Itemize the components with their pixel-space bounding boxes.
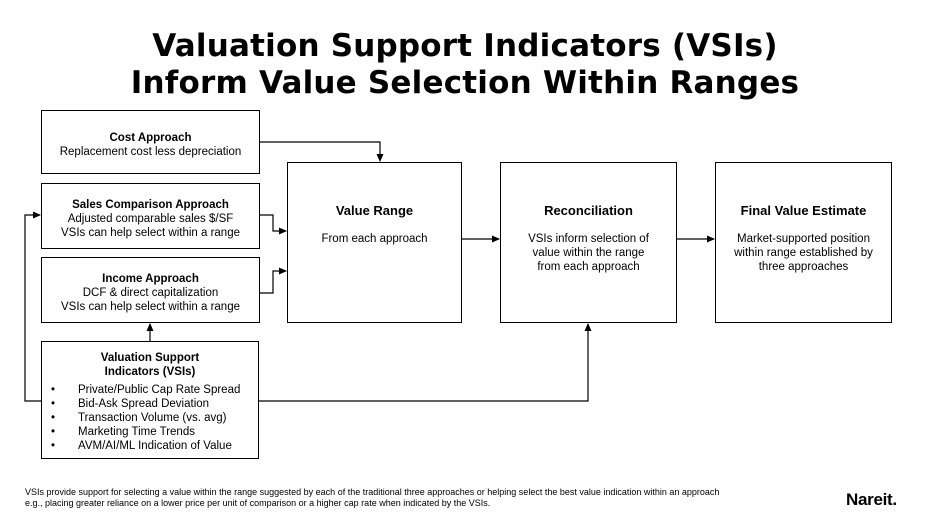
arrow-vsi-to-sales — [24, 211, 41, 402]
value-range-line-1: From each approach — [321, 233, 428, 245]
reconciliation-line-1: VSIs inform selection of — [528, 233, 649, 245]
nareit-logo: Nareit. — [846, 490, 897, 509]
sales-comparison-heading: Sales Comparison Approach — [72, 199, 229, 211]
final-value-box: Final Value Estimate Market-supported po… — [715, 162, 892, 323]
sales-comparison-line-1: Adjusted comparable sales $/SF — [67, 213, 234, 225]
reconciliation-line-2: value within the range — [532, 247, 645, 259]
income-approach-line-2: VSIs can help select within a range — [61, 301, 240, 313]
arrow-sales-to-range — [260, 214, 287, 235]
vsi-list-item: AVM/AI/ML Indication of Value — [51, 439, 258, 453]
value-range-heading: Value Range — [335, 203, 414, 218]
vsi-list-item: Private/Public Cap Rate Spread — [51, 383, 258, 397]
cost-approach-heading: Cost Approach — [109, 132, 192, 144]
final-value-line-3: three approaches — [758, 261, 849, 273]
sales-comparison-box: Sales Comparison Approach Adjusted compa… — [41, 183, 260, 249]
footnote: VSIs provide support for selecting a val… — [25, 487, 835, 509]
income-approach-line-1: DCF & direct capitalization — [82, 287, 219, 299]
vsi-list-item: Bid-Ask Spread Deviation — [51, 397, 258, 411]
arrow-vsi-to-reconciliation — [259, 323, 592, 402]
arrow-income-to-range — [260, 267, 287, 294]
cost-approach-line-1: Replacement cost less depreciation — [59, 146, 242, 158]
reconciliation-box: Reconciliation VSIs inform selection of … — [500, 162, 677, 323]
income-approach-heading: Income Approach — [102, 273, 199, 285]
slide-title: Valuation Support Indicators (VSIs) Info… — [0, 28, 930, 102]
reconciliation-heading: Reconciliation — [544, 203, 633, 218]
final-value-heading: Final Value Estimate — [740, 203, 867, 218]
reconciliation-line-3: from each approach — [537, 261, 640, 273]
income-approach-box: Income Approach DCF & direct capitalizat… — [41, 257, 260, 323]
cost-approach-box: Cost Approach Replacement cost less depr… — [41, 110, 260, 174]
value-range-box: Value Range From each approach — [287, 162, 462, 323]
sales-comparison-line-2: VSIs can help select within a range — [61, 227, 240, 239]
vsi-list-item: Marketing Time Trends — [51, 425, 258, 439]
final-value-line-2: within range established by — [734, 247, 873, 259]
footnote-line-2: e.g., placing greater reliance on a lowe… — [25, 498, 491, 508]
title-line-1: Valuation Support Indicators (VSIs) — [152, 28, 778, 64]
vsi-heading-line-2: Indicators (VSIs) — [104, 366, 196, 378]
arrow-cost-to-range — [260, 141, 384, 162]
vsi-list-item: Transaction Volume (vs. avg) — [51, 411, 258, 425]
vsi-list: Private/Public Cap Rate Spread Bid-Ask S… — [51, 383, 258, 453]
title-line-2: Inform Value Selection Within Ranges — [130, 65, 800, 101]
vsi-box: Valuation Support Indicators (VSIs) Priv… — [41, 341, 259, 459]
vsi-heading-line-1: Valuation Support — [100, 352, 200, 364]
final-value-line-1: Market-supported position — [737, 233, 870, 245]
footnote-line-1: VSIs provide support for selecting a val… — [25, 487, 720, 497]
